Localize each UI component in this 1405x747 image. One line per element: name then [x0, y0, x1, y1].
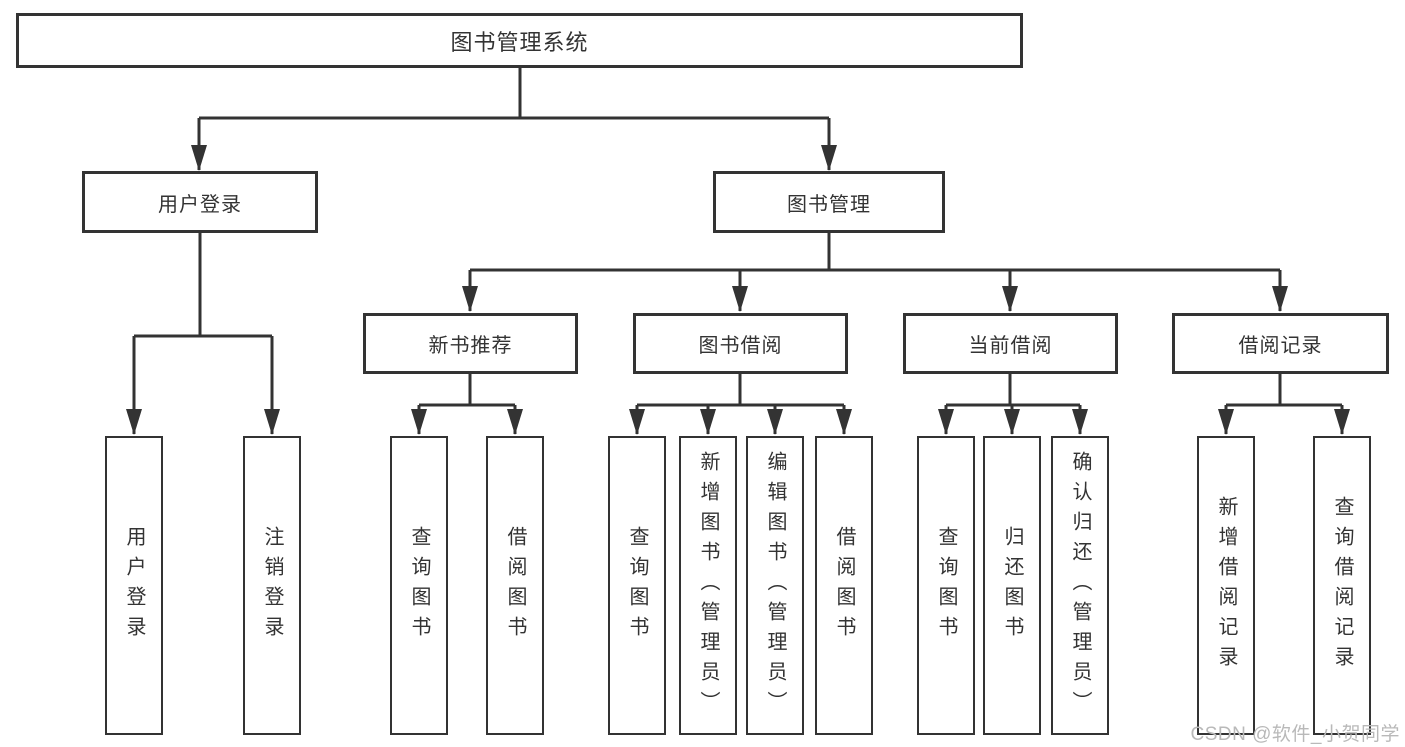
- node-user-login-label: 用户登录: [158, 193, 242, 216]
- leaf-recommend-borrow-books-label: 借阅图书: [504, 525, 526, 646]
- node-current-borrow-label: 当前借阅: [968, 335, 1053, 357]
- leaf-borrow-query-books: 查询图书: [608, 436, 666, 735]
- leaf-records-add-record: 新增借阅记录: [1197, 436, 1255, 735]
- node-book-borrow: 图书借阅: [633, 313, 848, 374]
- wire-group-borrow: [629, 374, 852, 435]
- wire-group-book-management: [462, 233, 1288, 312]
- node-book-management-label: 图书管理: [787, 193, 871, 216]
- node-user-login: 用户登录: [82, 171, 318, 233]
- leaf-recommend-query-books-label: 查询图书: [408, 525, 430, 646]
- leaf-current-query-books-label: 查询图书: [935, 525, 957, 646]
- node-book-management: 图书管理: [713, 171, 945, 233]
- leaf-current-query-books: 查询图书: [917, 436, 975, 735]
- leaf-current-confirm-return-admin-label: 确认归还（管理员）: [1069, 450, 1091, 721]
- leaf-records-add-record-label: 新增借阅记录: [1215, 495, 1237, 676]
- node-borrow-records: 借阅记录: [1172, 313, 1389, 374]
- leaf-borrow-add-books-admin: 新增图书（管理员）: [679, 436, 737, 735]
- leaf-logout: 注销登录: [243, 436, 301, 735]
- leaf-current-return-books: 归还图书: [983, 436, 1041, 735]
- leaf-current-return-books-label: 归还图书: [1001, 525, 1023, 646]
- node-new-book-recommend: 新书推荐: [363, 313, 578, 374]
- leaf-logout-label: 注销登录: [261, 525, 283, 646]
- leaf-user-login-label: 用户登录: [123, 525, 145, 646]
- leaf-borrow-edit-books-admin: 编辑图书（管理员）: [746, 436, 804, 735]
- leaf-recommend-borrow-books: 借阅图书: [486, 436, 544, 735]
- leaf-current-confirm-return-admin: 确认归还（管理员）: [1051, 436, 1109, 735]
- leaf-borrow-borrow-books: 借阅图书: [815, 436, 873, 735]
- node-root-system: 图书管理系统: [16, 13, 1023, 68]
- node-book-borrow-label: 图书借阅: [698, 335, 783, 357]
- leaf-records-query-record-label: 查询借阅记录: [1331, 495, 1353, 676]
- leaf-borrow-edit-books-admin-label: 编辑图书（管理员）: [764, 450, 786, 721]
- leaf-records-query-record: 查询借阅记录: [1313, 436, 1371, 735]
- wire-group-current: [938, 374, 1088, 435]
- node-new-book-recommend-label: 新书推荐: [428, 335, 513, 357]
- leaf-recommend-query-books: 查询图书: [390, 436, 448, 735]
- wire-group-recommend: [411, 374, 523, 435]
- leaf-borrow-borrow-books-label: 借阅图书: [833, 525, 855, 646]
- node-root-label: 图书管理系统: [450, 29, 589, 55]
- node-current-borrow: 当前借阅: [903, 313, 1118, 374]
- node-borrow-records-label: 借阅记录: [1238, 335, 1323, 357]
- wire-group-root: [191, 68, 837, 171]
- csdn-watermark: CSDN @软件_小贺同学: [1190, 724, 1400, 745]
- wire-group-records: [1218, 374, 1350, 435]
- leaf-borrow-query-books-label: 查询图书: [626, 525, 648, 646]
- wire-group-user-login: [126, 233, 280, 435]
- leaf-borrow-add-books-admin-label: 新增图书（管理员）: [697, 450, 719, 721]
- leaf-user-login: 用户登录: [105, 436, 163, 735]
